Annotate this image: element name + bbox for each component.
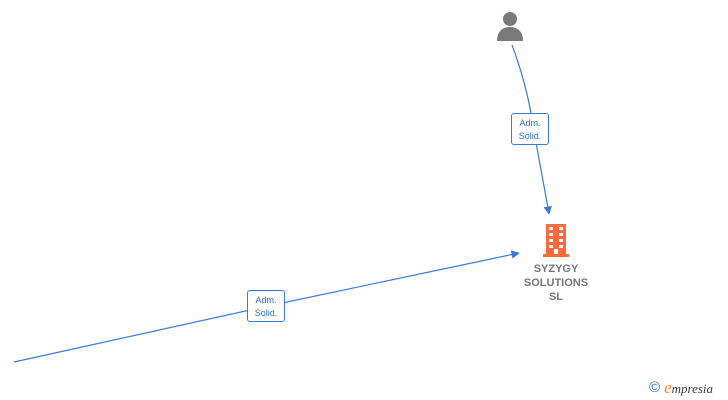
brand-initial: e — [664, 377, 672, 397]
brand-footer[interactable]: © empresia — [649, 378, 713, 398]
company-name-line: SYZYGY — [533, 263, 579, 275]
empresia-logo: empresia — [664, 377, 714, 398]
company-node[interactable]: SYZYGY SOLUTIONS SL — [510, 222, 602, 304]
edge-label-line: Solid. — [254, 308, 278, 318]
person-node[interactable] — [494, 10, 526, 42]
edge-label-line: Adm. — [255, 295, 277, 305]
company-name-line: SOLUTIONS — [523, 277, 589, 289]
company-name-line: SL — [548, 291, 564, 303]
edge-label-line: Solid. — [518, 131, 542, 141]
person-icon — [497, 12, 523, 41]
brand-rest: mpresia — [671, 380, 714, 396]
edge-label-bottom: Adm. Solid. — [247, 290, 285, 322]
copyright-symbol: © — [649, 379, 661, 396]
edge-label-top: Adm. Solid. — [511, 113, 549, 145]
edge-label-line: Adm. — [519, 118, 541, 128]
company-name: SYZYGY SOLUTIONS SL — [510, 262, 602, 304]
building-icon — [543, 224, 569, 257]
